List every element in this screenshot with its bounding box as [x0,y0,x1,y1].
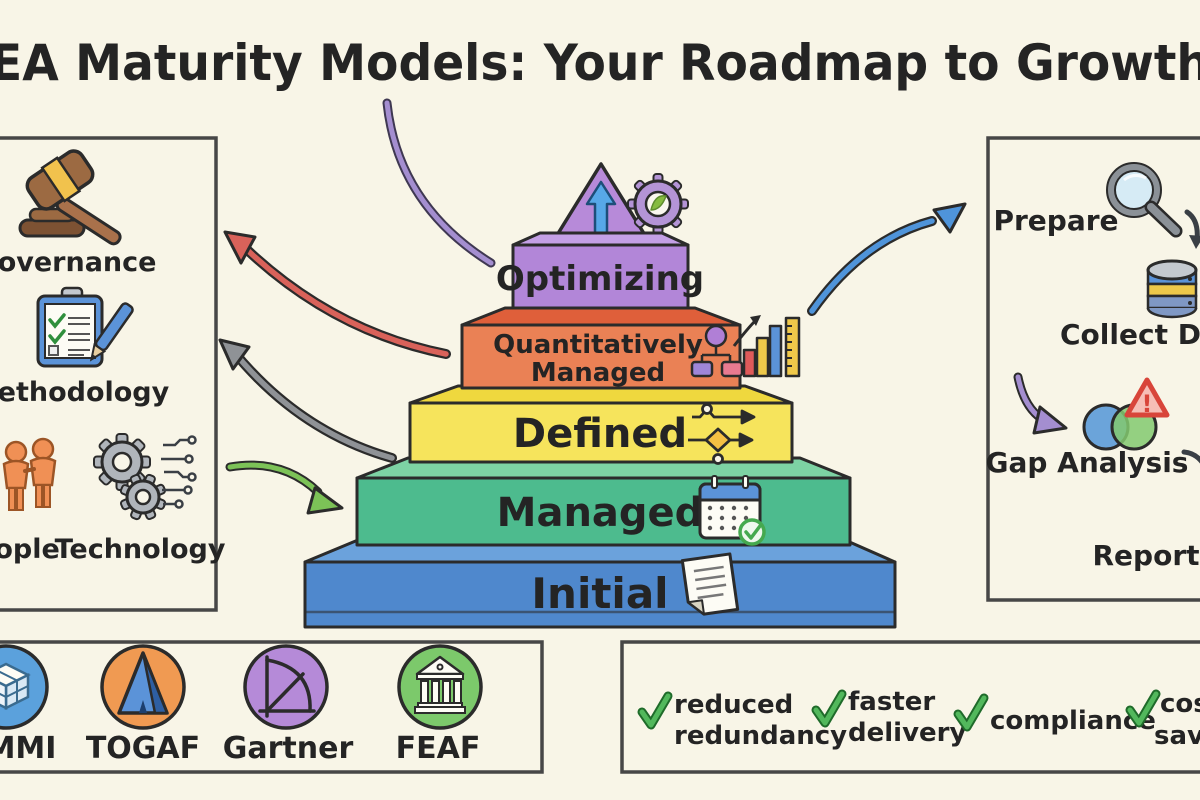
leaf-icon [650,195,667,211]
step-gap-analysis-label: Gap Analysis [986,446,1189,479]
right-panel-border [986,136,1200,602]
pyramid-level-defined: Defined [408,384,794,465]
left-item-people-label: People [0,534,60,565]
process-flow-icon [688,403,756,465]
left-item-governance-label: Governance [0,247,156,278]
database-icon [1146,259,1198,319]
left-item-methodology-label: Methodology [0,377,170,408]
left-panel: Governance Methodology [0,136,226,612]
gear-icon [627,173,689,235]
check-icon [811,689,847,728]
right-panel: Prepare Collect Data [986,136,1200,602]
level-initial-label: Initial [531,569,668,618]
step-report-label: Report [1092,539,1199,572]
bank-icon [397,644,483,730]
gears-circuit-icon [93,433,197,521]
frameworks-box-border [0,640,544,774]
level-defined-label: Defined [513,411,687,457]
check-icon [1125,689,1161,728]
framework-cmmi-label: CMMI [0,731,56,766]
benefits-box-border [620,640,1200,774]
cube-icon [0,644,49,730]
calendar-check-icon [698,475,766,546]
org-chart-bar-chart-icon [690,315,801,378]
benefit-1-line1: reduced [674,690,793,720]
benefits-box: reduced redundancy faster delivery compl… [620,640,1200,774]
step-prepare-label: Prepare [993,204,1118,237]
quadrant-chart-icon [243,644,329,730]
benefit-2-line1: faster [848,687,935,717]
pyramid-level-initial: Initial [303,538,897,629]
framework-gartner-label: Gartner [223,731,354,766]
level-quant-label-line2: Managed [531,358,665,388]
benefit-2-line2: delivery [848,718,966,748]
mini-arrow-gap-to-report [1181,449,1200,464]
benefit-4-line2: savings [1154,721,1200,751]
mini-arrow-top-right [1184,209,1200,249]
venn-warning-icon: ! [1082,377,1170,451]
title-pointer-curve [382,98,496,268]
framework-togaf-label: TOGAF [86,731,200,766]
warning-exclamation: ! [1142,390,1153,418]
people-icon [2,437,57,511]
arrow-red [223,230,451,359]
level-quant-label-line1: Quantitatively [493,330,703,360]
left-item-technology-label: Technology [55,534,226,565]
framework-feaf-label: FEAF [396,731,481,766]
arrow-blue [807,202,967,316]
arrow-purple-gap [1013,372,1068,435]
magnifier-icon [1106,162,1183,238]
benefit-4-line1: cost [1160,689,1200,719]
pyramid-level-managed: Managed [355,456,852,547]
level-managed-label: Managed [497,490,704,536]
gavel-icon [18,149,122,246]
level-optimizing-label: Optimizing [496,259,704,299]
check-icon [637,691,673,730]
pyramid-level-optimizing: Optimizing [496,231,704,310]
warning-triangle-icon: ! [1124,377,1170,418]
frameworks-box: CMMI TOGAF Gartner [0,640,544,774]
benefit-1-line2: redundancy [674,721,847,751]
page-title: EA Maturity Models: Your Roadmap to Grow… [0,34,1200,92]
check-icon [953,693,989,732]
pyramid-level-quantitatively-managed: Quantitatively Managed [460,306,801,390]
step-collect-data-label: Collect Data [1060,318,1200,351]
document-icon [680,552,740,616]
arrow-gray [218,338,397,463]
left-panel-border [0,136,218,612]
arrow-green [225,460,344,515]
growth-arrow-gear-icon [552,162,689,242]
clipboard-checklist-icon [36,286,134,368]
tent-icon [100,644,186,730]
maturity-pyramid: Initial Managed [303,162,897,629]
